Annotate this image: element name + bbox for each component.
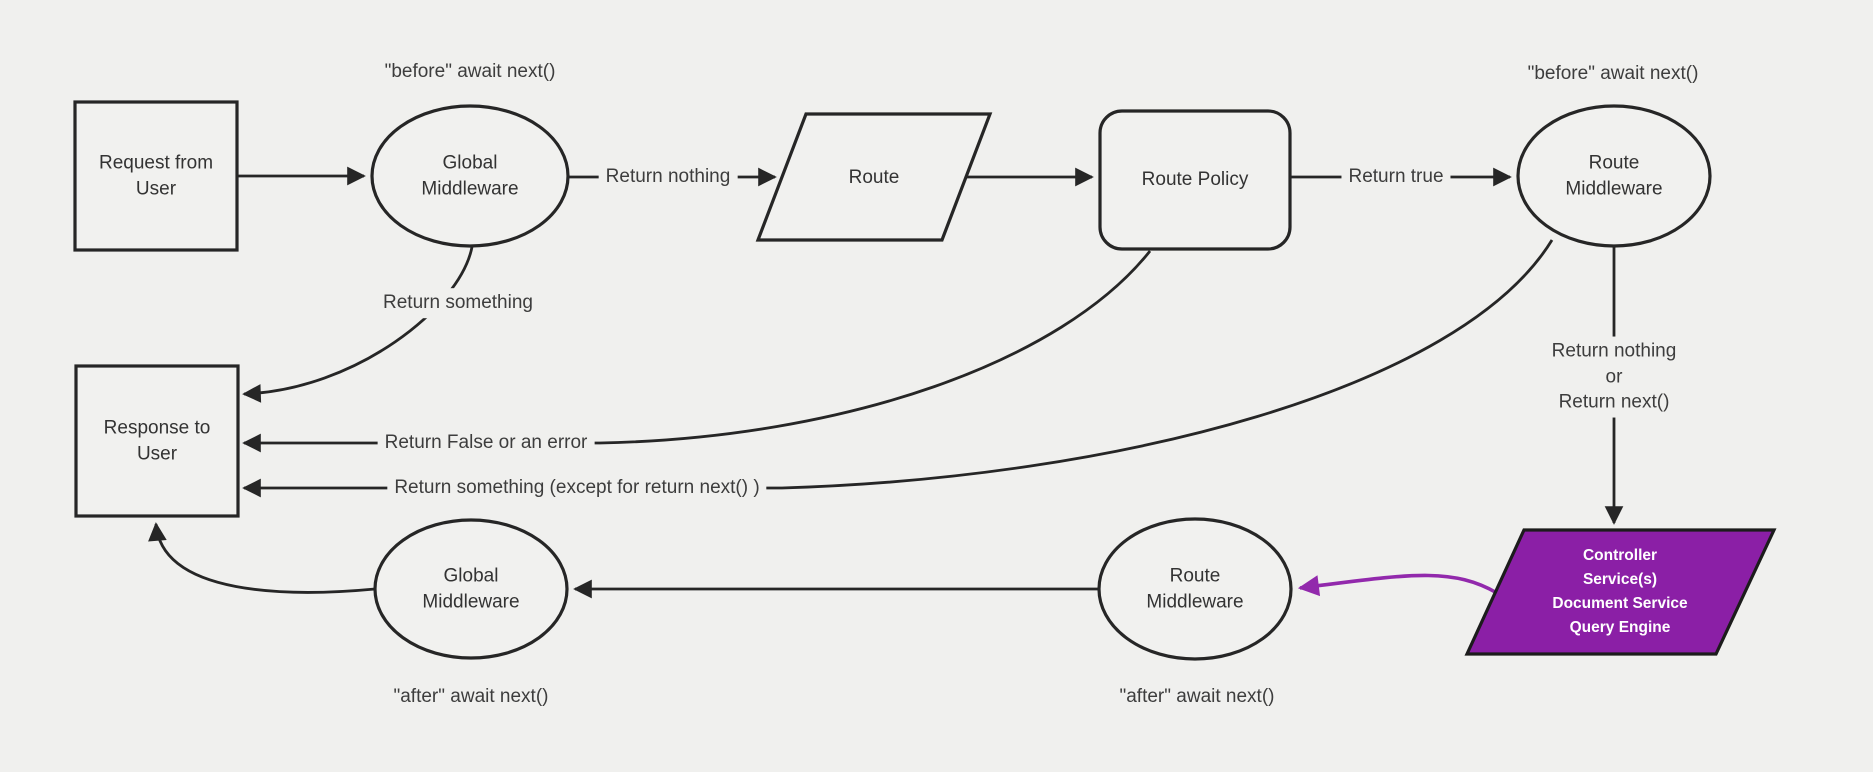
route-policy-label: Route Policy [1141,169,1249,191]
route-middleware-top-ellipse [1516,104,1712,248]
return-nothing-or-next-label: Return nothing or Return next() [1544,336,1684,418]
controller-label: Controller Service(s) Document Service Q… [1552,547,1688,636]
return-nothing-label: Return nothing [598,162,738,192]
return-something-except-label: Return something (except for return next… [387,473,767,503]
route-parallelogram [755,112,993,242]
route-middleware-bottom-label: Route Middleware [1146,565,1244,612]
route-middleware-top-label: Route Middleware [1565,152,1663,199]
request-from-user-label: Request from User [98,152,214,199]
after-await-next-left-label: "after" await next() [393,686,549,708]
edge-controller-to-route-middleware-bottom [1297,573,1498,597]
route-middleware-bottom-ellipse [1097,517,1293,661]
edge-global-middleware-to-response [242,246,474,403]
edge-route-policy-to-response [242,250,1152,453]
before-await-next-left-label: "before" await next() [384,61,556,83]
response-to-user-box [74,364,240,518]
route-policy-box [1098,109,1292,251]
route-label: Route [848,167,900,189]
global-middleware-top-ellipse [370,104,570,248]
global-middleware-top-label: Global Middleware [421,152,519,199]
controller-parallelogram [1464,528,1777,656]
edge-global-middleware-bottom-to-response [148,522,376,594]
return-true-label: Return true [1341,162,1451,192]
request-from-user-box [73,100,239,252]
global-middleware-bottom-label: Global Middleware [422,565,520,612]
after-await-next-right-label: "after" await next() [1119,686,1275,708]
edge-route-middleware-to-response [242,239,1554,498]
return-something-label: Return something [376,288,540,318]
response-to-user-label: Response to User [103,417,211,464]
before-await-next-right-label: "before" await next() [1527,63,1699,85]
global-middleware-bottom-ellipse [373,518,569,660]
return-false-or-error-label: Return False or an error [377,428,595,458]
